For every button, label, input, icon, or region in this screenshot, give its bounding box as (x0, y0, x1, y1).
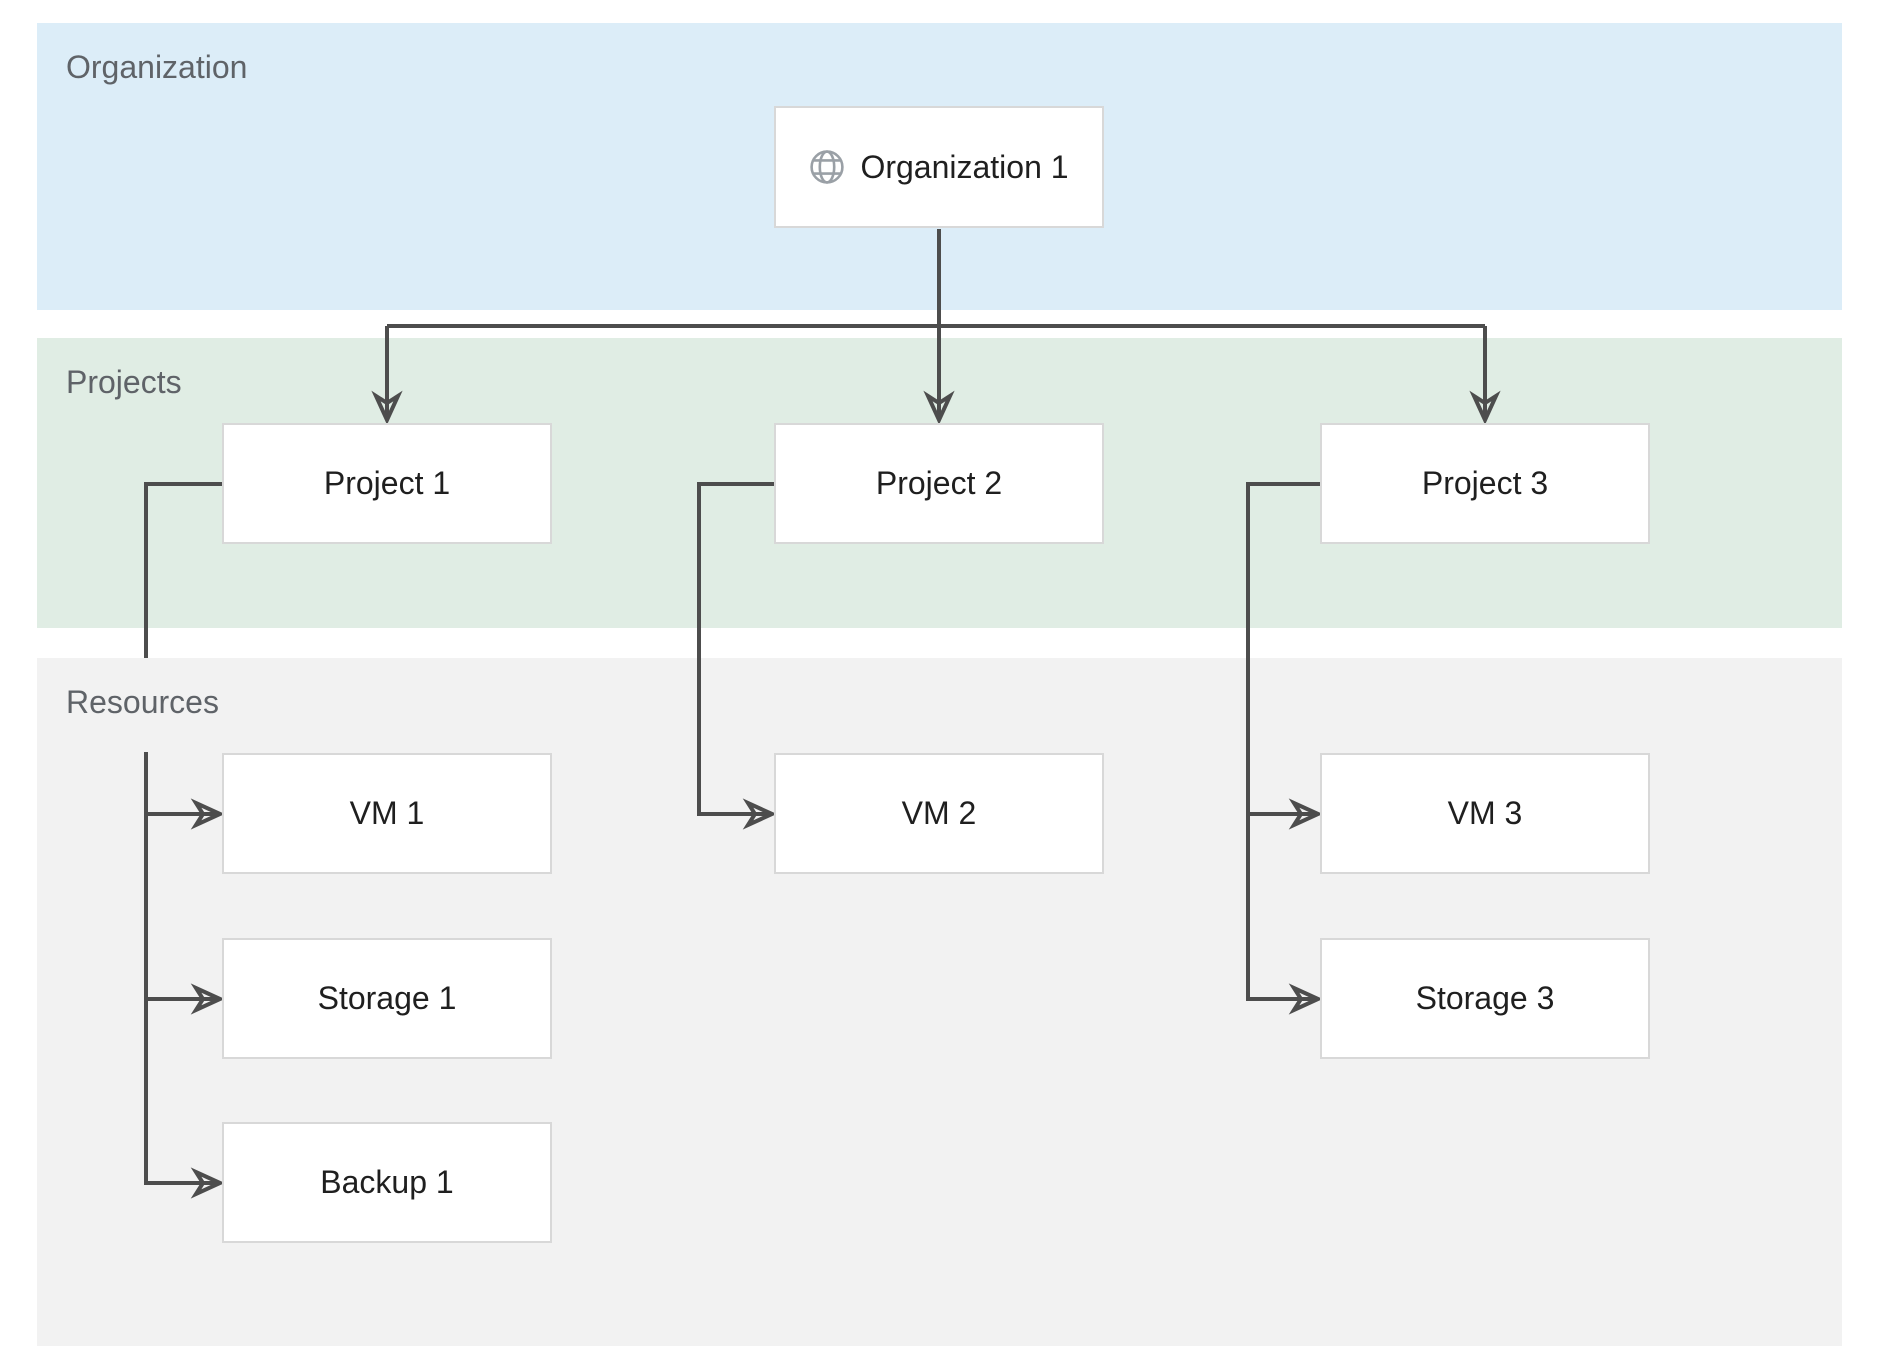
edge-project1-trunk-upper (144, 482, 223, 658)
node-label: VM 1 (349, 795, 425, 831)
node-backup-1: Backup 1 (222, 1122, 552, 1243)
edge-project2-vm2 (697, 482, 777, 830)
node-project-3: Project 3 (1320, 423, 1650, 544)
band-label-resources: Resources (66, 684, 219, 720)
node-label: Storage 3 (1415, 980, 1555, 1016)
band-label-projects: Projects (66, 364, 182, 400)
node-project-2: Project 2 (774, 423, 1104, 544)
node-label: Project 1 (323, 465, 451, 501)
node-vm-1: VM 1 (222, 753, 552, 874)
edge-project3-storage3 (1246, 482, 1323, 1015)
node-storage-1: Storage 1 (222, 938, 552, 1059)
node-vm-2: VM 2 (774, 753, 1104, 874)
node-label: Project 2 (875, 465, 1003, 501)
node-label: Backup 1 (320, 1164, 454, 1200)
node-storage-3: Storage 3 (1320, 938, 1650, 1059)
node-label: Project 3 (1421, 465, 1549, 501)
node-organization-1: Organization 1 (774, 106, 1104, 228)
node-label: Storage 1 (317, 980, 457, 1016)
band-label-organization: Organization (66, 49, 248, 85)
node-project-1: Project 1 (222, 423, 552, 544)
globe-icon (809, 149, 845, 185)
node-label: VM 2 (901, 795, 977, 831)
node-label: Organization 1 (860, 148, 1069, 185)
node-vm-3: VM 3 (1320, 753, 1650, 874)
node-label: VM 3 (1447, 795, 1523, 831)
edge-project1-backup1 (144, 752, 225, 1199)
